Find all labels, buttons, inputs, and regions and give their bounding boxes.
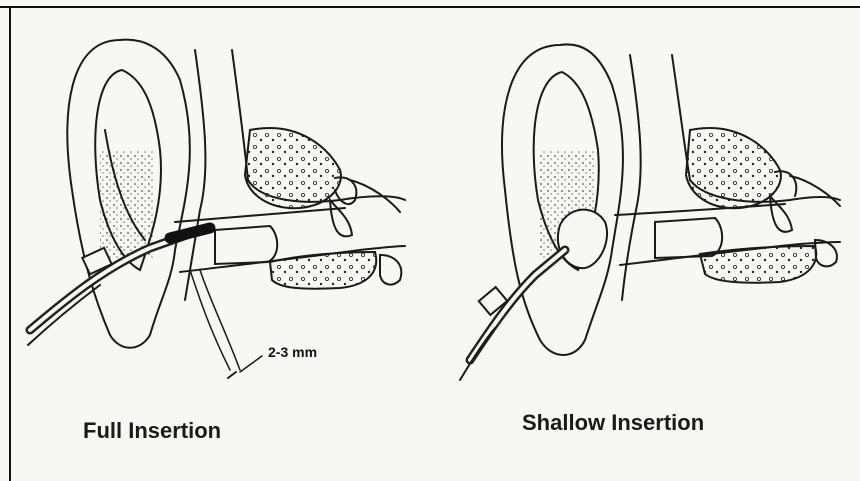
left-probe-tube-lower bbox=[28, 285, 100, 345]
left-probe-tip bbox=[170, 228, 210, 238]
left-measurement-line-1 bbox=[190, 270, 230, 370]
right-earplug-body bbox=[558, 210, 607, 269]
measurement-label: 2-3 mm bbox=[268, 344, 317, 360]
full-insertion-diagram bbox=[28, 40, 405, 378]
shallow-insertion-caption: Shallow Insertion bbox=[522, 410, 704, 436]
left-mastoid-bone bbox=[245, 128, 341, 208]
left-concha-shading bbox=[100, 150, 155, 260]
left-lower-bone bbox=[270, 252, 376, 289]
right-ear-canal-top bbox=[615, 204, 785, 215]
left-measurement-line-2 bbox=[200, 270, 240, 370]
right-mastoid-bone bbox=[686, 128, 781, 208]
full-insertion-caption: Full Insertion bbox=[83, 418, 221, 444]
right-lower-bone bbox=[700, 246, 816, 283]
left-eardrum bbox=[330, 200, 352, 236]
shallow-insertion-diagram bbox=[460, 44, 840, 380]
